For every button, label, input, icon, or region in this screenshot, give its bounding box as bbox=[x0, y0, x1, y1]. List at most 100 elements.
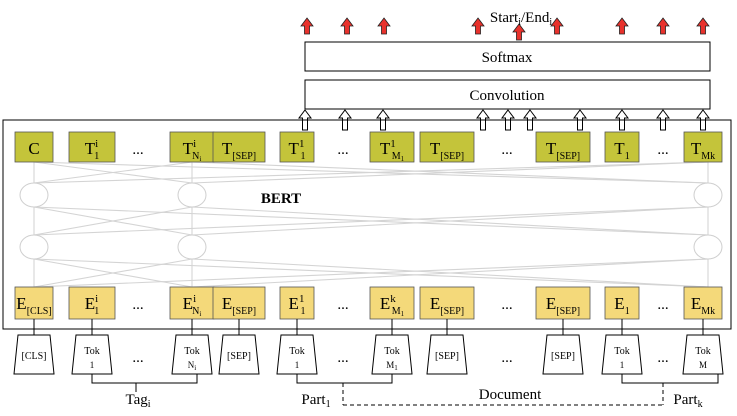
input-token-index-1: 1 bbox=[90, 360, 95, 370]
input-token-label-8: [SEP] bbox=[435, 351, 459, 362]
output-arrow-2 bbox=[377, 17, 391, 35]
tag-group-label: Tagi bbox=[125, 392, 150, 410]
convolution-layer-box bbox=[304, 79, 711, 110]
input-token-box-11 bbox=[601, 334, 643, 375]
input-token-box-1 bbox=[71, 334, 113, 375]
embedding-label-10: E[SEP] bbox=[546, 294, 580, 317]
input-token-ellipsis: ... bbox=[132, 350, 143, 366]
softmax-layer-box bbox=[304, 41, 711, 72]
input-token-label-0: [CLS] bbox=[22, 351, 47, 362]
bert-label: BERT bbox=[261, 191, 301, 207]
input-token-index-5: 1 bbox=[295, 360, 300, 370]
embedding-label-8: E[SEP] bbox=[430, 294, 464, 317]
embedding-label-4: E[SEP] bbox=[222, 294, 256, 317]
output-token-box-0 bbox=[14, 131, 54, 163]
document-label: Document bbox=[479, 387, 542, 403]
output-label: Starti/Endi bbox=[490, 10, 552, 28]
input-token-label-11: Tok bbox=[614, 346, 629, 357]
output-arrow-0 bbox=[300, 17, 314, 35]
output-arrows bbox=[300, 17, 710, 41]
input-token-box-8 bbox=[426, 334, 468, 375]
output-label-sub2: i bbox=[549, 17, 552, 28]
output-arrow-7 bbox=[656, 17, 670, 35]
input-token-index-3: Ni bbox=[188, 360, 197, 372]
input-token-box-4 bbox=[218, 334, 260, 375]
output-arrow-4 bbox=[512, 23, 526, 41]
transformer-network bbox=[19, 161, 723, 288]
part1-group-label: Part1 bbox=[301, 392, 330, 410]
bert-encoder-box bbox=[2, 119, 732, 330]
output-arrow-6 bbox=[615, 17, 629, 35]
input-token-label-3: Tok bbox=[184, 346, 199, 357]
input-token-box-10 bbox=[542, 334, 584, 375]
hidden-node bbox=[177, 182, 207, 208]
output-token-label-11: T1 bbox=[614, 139, 629, 162]
input-token-label-13: Tok bbox=[695, 346, 710, 357]
hidden-node bbox=[693, 182, 723, 208]
embedding-box-11 bbox=[604, 286, 640, 320]
output-token-label-10: T[SEP] bbox=[546, 139, 580, 162]
embedding-box-8 bbox=[419, 286, 475, 320]
input-token-index-7: M1 bbox=[386, 360, 398, 372]
output-token-ellipsis: ... bbox=[501, 142, 512, 158]
embedding-ellipsis: ... bbox=[657, 297, 668, 313]
embedding-box-0 bbox=[14, 286, 54, 320]
input-token-label-1: Tok bbox=[84, 346, 99, 357]
output-token-box-5 bbox=[279, 131, 315, 163]
tag-bracket bbox=[91, 374, 198, 384]
convolution-layer-label: Convolution bbox=[469, 88, 545, 104]
embedding-box-1 bbox=[68, 286, 116, 320]
embedding-ellipsis: ... bbox=[501, 297, 512, 313]
output-token-ellipsis: ... bbox=[132, 142, 143, 158]
embedding-box-13 bbox=[683, 286, 723, 320]
output-label-sub1: i bbox=[518, 17, 521, 28]
embedding-ellipsis: ... bbox=[337, 297, 348, 313]
input-token-box-5 bbox=[276, 334, 318, 375]
embedding-box-7 bbox=[369, 286, 415, 320]
input-token-label-10: [SEP] bbox=[551, 351, 575, 362]
network-edge bbox=[191, 161, 709, 184]
output-label-end: /End bbox=[521, 10, 550, 26]
network-edge bbox=[33, 161, 709, 184]
output-token-ellipsis: ... bbox=[337, 142, 348, 158]
softmax-layer-label: Softmax bbox=[482, 50, 533, 66]
hidden-node bbox=[177, 234, 207, 260]
output-label-start: Start bbox=[490, 10, 519, 26]
embedding-label-0: E[CLS] bbox=[16, 294, 51, 317]
network-edge bbox=[191, 206, 709, 236]
partk-bracket bbox=[621, 374, 719, 384]
output-token-label-8: T[SEP] bbox=[430, 139, 464, 162]
output-token-ellipsis: ... bbox=[657, 142, 668, 158]
input-token-ellipsis: ... bbox=[657, 350, 668, 366]
input-token-label-5: Tok bbox=[289, 346, 304, 357]
output-token-box-7 bbox=[369, 131, 415, 163]
output-token-label-13: TMk bbox=[691, 139, 715, 162]
output-token-box-13 bbox=[683, 131, 723, 163]
embedding-label-11: E1 bbox=[614, 294, 629, 317]
hidden-node bbox=[19, 234, 49, 260]
input-token-ellipsis: ... bbox=[337, 350, 348, 366]
input-token-box-7 bbox=[371, 334, 413, 375]
output-token-box-11 bbox=[604, 131, 640, 163]
hidden-node bbox=[693, 234, 723, 260]
partk-group-base: Part bbox=[673, 392, 698, 408]
embedding-box-10 bbox=[535, 286, 591, 320]
output-token-box-1 bbox=[68, 131, 116, 163]
output-token-box-8 bbox=[419, 131, 475, 163]
part1-group-base: Part bbox=[301, 392, 326, 408]
output-token-box-10 bbox=[535, 131, 591, 163]
network-edge bbox=[33, 161, 193, 184]
output-arrow-5 bbox=[550, 17, 564, 35]
part1-group-sub: 1 bbox=[326, 399, 331, 410]
output-token-label-0: C bbox=[28, 139, 39, 158]
network-edge bbox=[33, 206, 709, 236]
